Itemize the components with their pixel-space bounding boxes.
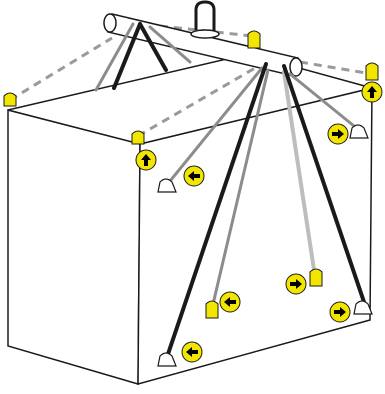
back-left-slings — [94, 22, 192, 92]
sling-dark-front — [164, 62, 268, 362]
sling-back-left-3 — [94, 22, 135, 92]
sling-back-left-1 — [112, 22, 142, 90]
arrow-right-icon — [334, 307, 346, 317]
shackle-base — [190, 29, 220, 39]
bracket-bottom-left — [157, 352, 177, 367]
marker-up-front — [135, 149, 157, 171]
spreader-bar-end-left — [103, 13, 117, 33]
sling-dark-back — [282, 64, 366, 304]
sling-back-left-2 — [138, 22, 168, 72]
sling-gray-right — [288, 72, 356, 128]
lug-icon-side-right — [309, 268, 323, 287]
dashed-line-front-left — [9, 36, 113, 102]
arrow-up-icon — [367, 86, 377, 98]
bracket-side-right — [349, 124, 369, 139]
spreader-bar — [103, 0, 303, 77]
direction-markers — [135, 81, 383, 363]
sling-light-center — [282, 70, 316, 272]
lug-icon-back-left-top — [247, 30, 261, 49]
lug-icon-front-left-top — [3, 92, 17, 107]
dark-slings — [164, 62, 366, 362]
arrow-right-icon — [332, 129, 344, 139]
arrow-left-icon — [224, 297, 236, 307]
marker-right-side-mid — [285, 273, 307, 295]
marker-left-side-upper — [183, 165, 205, 187]
side-gray-slings — [164, 66, 356, 188]
spreader-bar-end-right — [289, 57, 303, 77]
dashed-line-front-right — [137, 62, 263, 138]
bracket-side-left — [157, 178, 177, 193]
marker-right-side-upper — [327, 123, 349, 145]
arrow-right-icon — [290, 279, 302, 289]
marker-left-side-lower — [219, 291, 241, 313]
crate — [7, 53, 373, 385]
shackle-icon — [194, 0, 216, 32]
bracket-bottom-right — [353, 300, 373, 315]
lug-icon-front-right-top — [131, 130, 145, 145]
crate-front-face — [7, 109, 141, 385]
side-brackets — [157, 124, 373, 367]
marker-right-bottom — [329, 301, 351, 323]
arrow-left-icon — [188, 171, 200, 181]
sling-gray-left — [164, 66, 264, 188]
arrow-up-icon — [141, 154, 151, 166]
lug-icon-side-left — [205, 300, 219, 319]
arrow-left-icon — [186, 347, 198, 357]
sling-back-left-4 — [148, 25, 192, 64]
lug-icon-back-right-top — [365, 62, 379, 81]
marker-left-bottom — [181, 341, 203, 363]
marker-up-back — [361, 81, 383, 103]
lifting-lugs — [3, 30, 379, 319]
sling-gray-center-left — [212, 68, 270, 302]
dashed-line-back-right — [299, 60, 373, 76]
